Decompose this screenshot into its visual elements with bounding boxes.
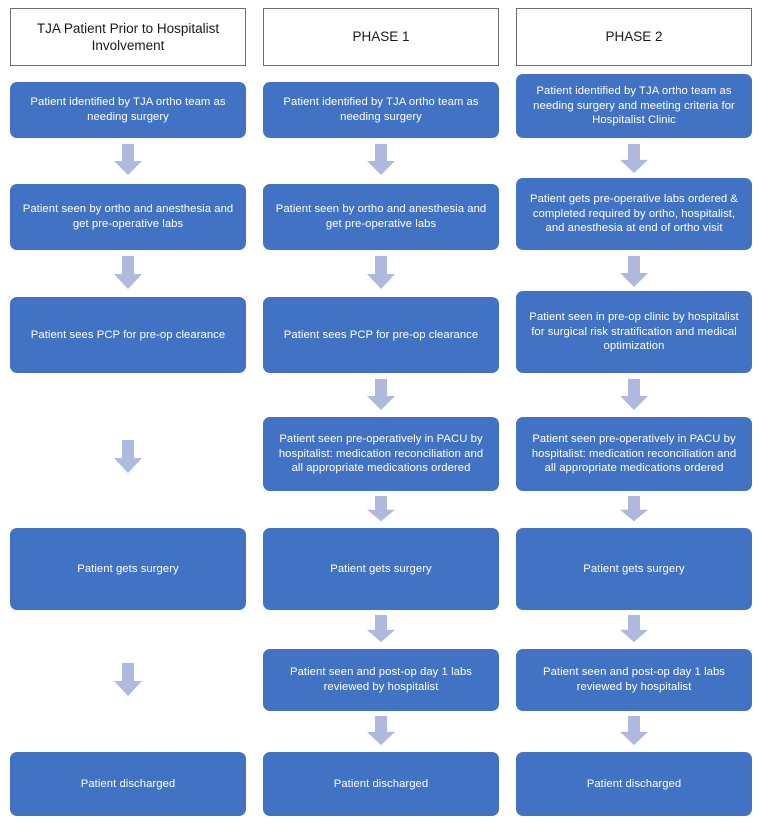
flow-arrow-icon xyxy=(366,716,396,746)
flow-arrow-icon xyxy=(113,663,143,697)
process-node[interactable]: Patient discharged xyxy=(516,752,752,816)
process-node-label: Patient discharged xyxy=(80,777,176,790)
process-node[interactable]: Patient seen in pre-op clinic by hospita… xyxy=(516,291,752,373)
process-node[interactable]: Patient gets surgery xyxy=(263,528,499,610)
process-node[interactable]: Patient gets surgery xyxy=(10,528,246,610)
process-node[interactable]: Patient gets surgery xyxy=(516,528,752,610)
process-node-label: Patient gets pre-operative labs ordered … xyxy=(529,192,739,235)
column-header-baseline: TJA Patient Prior to Hospitalist Involve… xyxy=(10,8,246,66)
process-node[interactable]: Patient seen by ortho and anesthesia and… xyxy=(10,184,246,250)
process-node-label: Patient gets surgery xyxy=(330,562,432,575)
flow-arrow-icon xyxy=(113,440,143,474)
process-node[interactable]: Patient sees PCP for pre-op clearance xyxy=(263,297,499,373)
flow-arrow-icon xyxy=(619,496,649,522)
process-node-label: Patient gets surgery xyxy=(583,562,685,575)
process-node[interactable]: Patient seen and post-op day 1 labs revi… xyxy=(516,649,752,711)
process-node[interactable]: Patient seen pre-operatively in PACU by … xyxy=(516,417,752,491)
process-node-label: Patient sees PCP for pre-op clearance xyxy=(283,328,479,341)
process-node[interactable]: Patient discharged xyxy=(263,752,499,816)
flow-arrow-icon xyxy=(113,256,143,290)
column-header-phase1: PHASE 1 xyxy=(263,8,499,66)
flow-arrow-icon xyxy=(619,144,649,174)
process-node[interactable]: Patient discharged xyxy=(10,752,246,816)
process-node-label: Patient seen by ortho and anesthesia and… xyxy=(275,203,487,230)
process-node[interactable]: Patient identified by TJA ortho team as … xyxy=(263,82,499,138)
process-node-label: Patient discharged xyxy=(586,777,682,790)
process-node-label: Patient seen pre-operatively in PACU by … xyxy=(531,432,737,475)
flow-arrow-icon xyxy=(619,615,649,643)
process-node-label: Patient seen and post-op day 1 labs revi… xyxy=(543,666,725,693)
column-header-phase2: PHASE 2 xyxy=(516,8,752,66)
process-node[interactable]: Patient identified by TJA ortho team as … xyxy=(10,82,246,138)
flow-arrow-icon xyxy=(366,496,396,522)
process-node[interactable]: Patient identified by TJA ortho team as … xyxy=(516,74,752,138)
flow-arrow-icon xyxy=(366,615,396,643)
flow-arrow-icon xyxy=(619,716,649,746)
process-node-label: Patient identified by TJA ortho team as … xyxy=(30,96,226,123)
process-node[interactable]: Patient seen by ortho and anesthesia and… xyxy=(263,184,499,250)
flow-arrow-icon xyxy=(366,379,396,411)
process-node[interactable]: Patient gets pre-operative labs ordered … xyxy=(516,178,752,250)
process-node[interactable]: Patient seen pre-operatively in PACU by … xyxy=(263,417,499,491)
flow-arrow-icon xyxy=(366,144,396,176)
process-node-label: Patient identified by TJA ortho team as … xyxy=(283,96,479,123)
flow-arrow-icon xyxy=(113,144,143,176)
process-node-label: Patient identified by TJA ortho team as … xyxy=(533,84,735,127)
column-baseline: TJA Patient Prior to Hospitalist Involve… xyxy=(3,0,253,824)
process-node[interactable]: Patient seen and post-op day 1 labs revi… xyxy=(263,649,499,711)
process-node[interactable]: Patient sees PCP for pre-op clearance xyxy=(10,297,246,373)
process-node-label: Patient seen by ortho and anesthesia and… xyxy=(22,203,234,230)
process-node-label: Patient gets surgery xyxy=(77,562,179,575)
process-node-label: Patient seen in pre-op clinic by hospita… xyxy=(529,310,739,353)
column-phase1: PHASE 1 Patient identified by TJA ortho t… xyxy=(256,0,506,824)
process-node-label: Patient seen pre-operatively in PACU by … xyxy=(278,432,484,475)
flow-arrow-icon xyxy=(619,379,649,411)
column-phase2: PHASE 2 Patient identified by TJA ortho t… xyxy=(509,0,759,824)
flow-arrow-icon xyxy=(366,256,396,290)
flow-arrow-icon xyxy=(619,256,649,288)
process-node-label: Patient seen and post-op day 1 labs revi… xyxy=(290,666,472,693)
process-node-label: Patient sees PCP for pre-op clearance xyxy=(30,328,226,341)
process-node-label: Patient discharged xyxy=(333,777,429,790)
